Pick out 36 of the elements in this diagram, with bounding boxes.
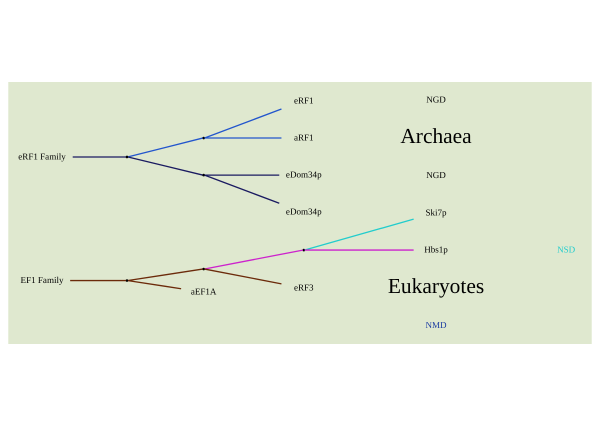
node-text: EF1 Family [20,274,64,284]
label: NGD [426,170,446,180]
node-point [202,267,205,270]
connector [304,218,414,250]
node-text: eRF3 [294,282,314,292]
node-text: Ski7p [425,206,447,217]
node-text: eRF1 [294,94,314,105]
label: NSD [557,244,576,254]
connector [204,174,280,176]
node-point [202,136,205,139]
node-point [202,173,205,176]
label: Eukaryotes [388,274,484,298]
node-text: eRF1 Family [18,150,66,161]
connector [204,248,304,270]
node-text: aEF1A [190,286,216,296]
node-point [126,278,128,282]
node-text: eDom34p [286,206,322,216]
node-point [302,248,306,251]
connector [304,248,414,250]
connector [72,156,126,158]
connector [204,108,282,138]
connector [204,174,280,204]
label: NGD [426,94,446,104]
connector [204,136,282,138]
connector [128,268,203,281]
label: Archaea [400,124,472,148]
connector [70,279,126,281]
node-text: eDom34p [286,168,322,179]
node-point [126,155,128,158]
connector [128,279,182,289]
connector [128,156,203,176]
connector [128,136,203,158]
label: NMD [425,320,447,330]
connector [204,268,282,284]
node-text: Hbs1p [424,244,448,254]
node-text: aRF1 [294,132,314,142]
